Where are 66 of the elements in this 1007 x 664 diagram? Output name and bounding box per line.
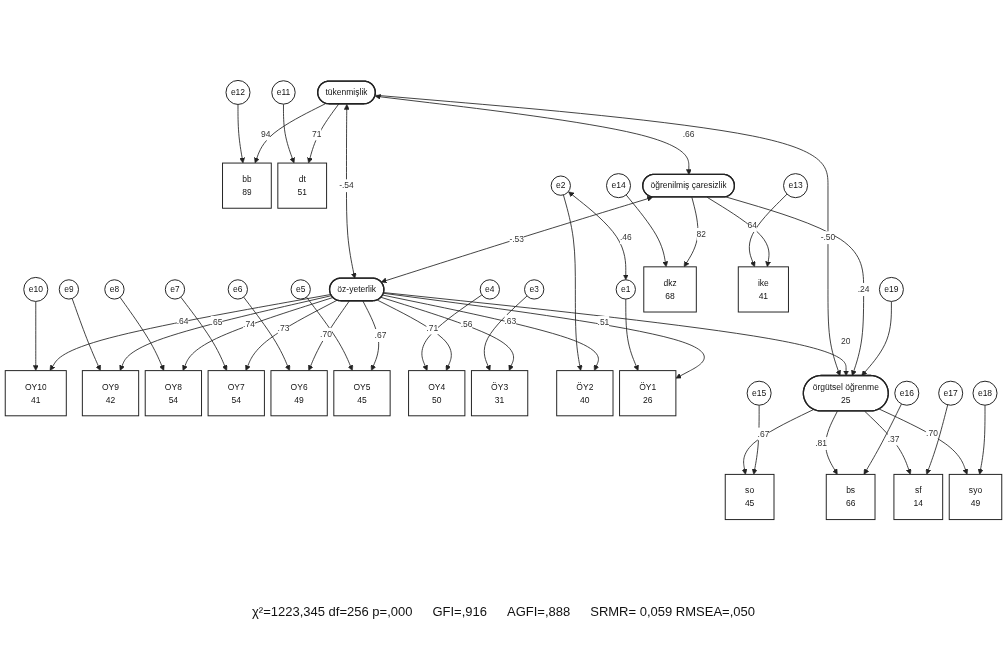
node-box: ike 41: [737, 266, 789, 313]
node-box: OY4 50: [408, 370, 466, 417]
edge-label: -.50: [820, 232, 836, 243]
node-box: OY5 45: [333, 370, 391, 417]
edge-label: .37: [887, 433, 900, 444]
node-box: OY10 41: [4, 370, 67, 417]
fit-statistic: SRMR= 0,059 RMSEA=,050: [590, 604, 755, 619]
node-circle: e11: [271, 80, 296, 105]
node-circle: e2: [550, 175, 571, 196]
edge-label: .24: [857, 284, 870, 295]
node-box: syo 49: [948, 473, 1003, 521]
node-box: sf 14: [893, 473, 944, 521]
node-box: dkz 68: [643, 266, 697, 313]
node-circle: e16: [894, 380, 920, 406]
edge-label: -.53: [509, 233, 525, 244]
node-box: OY8 54: [144, 370, 203, 417]
node-circle: e13: [783, 173, 809, 199]
node-circle: e12: [225, 79, 251, 105]
node-circle: e3: [524, 279, 545, 300]
node-circle: e4: [479, 279, 500, 300]
edge-label: .65: [210, 316, 223, 327]
node-box: OY9 42: [81, 370, 140, 417]
node-box: OY6 49: [270, 370, 328, 417]
node-circle: e1: [615, 279, 636, 300]
edge-label: 20: [841, 336, 851, 347]
node-box: ÖY2 40: [556, 370, 614, 417]
edge-label: .71: [426, 322, 439, 333]
edge-label: .56: [460, 319, 473, 329]
edge-label: 64: [747, 220, 758, 230]
edge-label: .70: [926, 428, 938, 439]
edge-label: .51: [597, 317, 610, 328]
node-box: ÖY1 26: [619, 370, 677, 417]
node-circle: e17: [938, 380, 964, 406]
node-circle: e15: [746, 380, 772, 406]
node-circle: e10: [23, 276, 49, 302]
node-circle: e6: [227, 279, 248, 300]
fit-statistic: χ²=1223,345 df=256 p=,000: [252, 604, 413, 619]
node-circle: e7: [164, 279, 186, 300]
node-circle: e18: [972, 380, 998, 406]
node-box: ÖY3 31: [470, 370, 529, 417]
edge-label: .70: [320, 329, 332, 339]
node-box: bs 66: [825, 473, 876, 521]
node-circle: e14: [606, 173, 632, 199]
edge-label: .67: [374, 330, 387, 341]
node-box: OY7 54: [207, 370, 265, 417]
edge-label: .81: [815, 438, 827, 449]
edge-label: 82: [696, 229, 707, 239]
edge-label: .66: [682, 128, 695, 139]
edge-label: -.54: [339, 180, 354, 191]
node-circle: e19: [878, 276, 904, 302]
edge-label: .67: [757, 428, 770, 439]
edge-label: 71: [312, 128, 322, 139]
node-box: so 45: [724, 473, 775, 521]
node-box: bb 89: [222, 162, 272, 209]
edge-label: 94: [260, 128, 271, 139]
fit-statistic: AGFI=,888: [507, 604, 571, 619]
fit-statistic: GFI=,916: [432, 604, 487, 619]
edge-label: .73: [277, 323, 290, 333]
node-circle: e8: [104, 279, 125, 300]
edge-label: .63: [504, 316, 517, 327]
node-box: dt 51: [277, 162, 328, 209]
node-circle: e5: [290, 279, 311, 300]
edge-label: .74: [243, 319, 255, 329]
edge-label: .64: [176, 315, 189, 326]
edge-label: .46: [619, 232, 632, 243]
node-circle: e9: [58, 279, 79, 300]
